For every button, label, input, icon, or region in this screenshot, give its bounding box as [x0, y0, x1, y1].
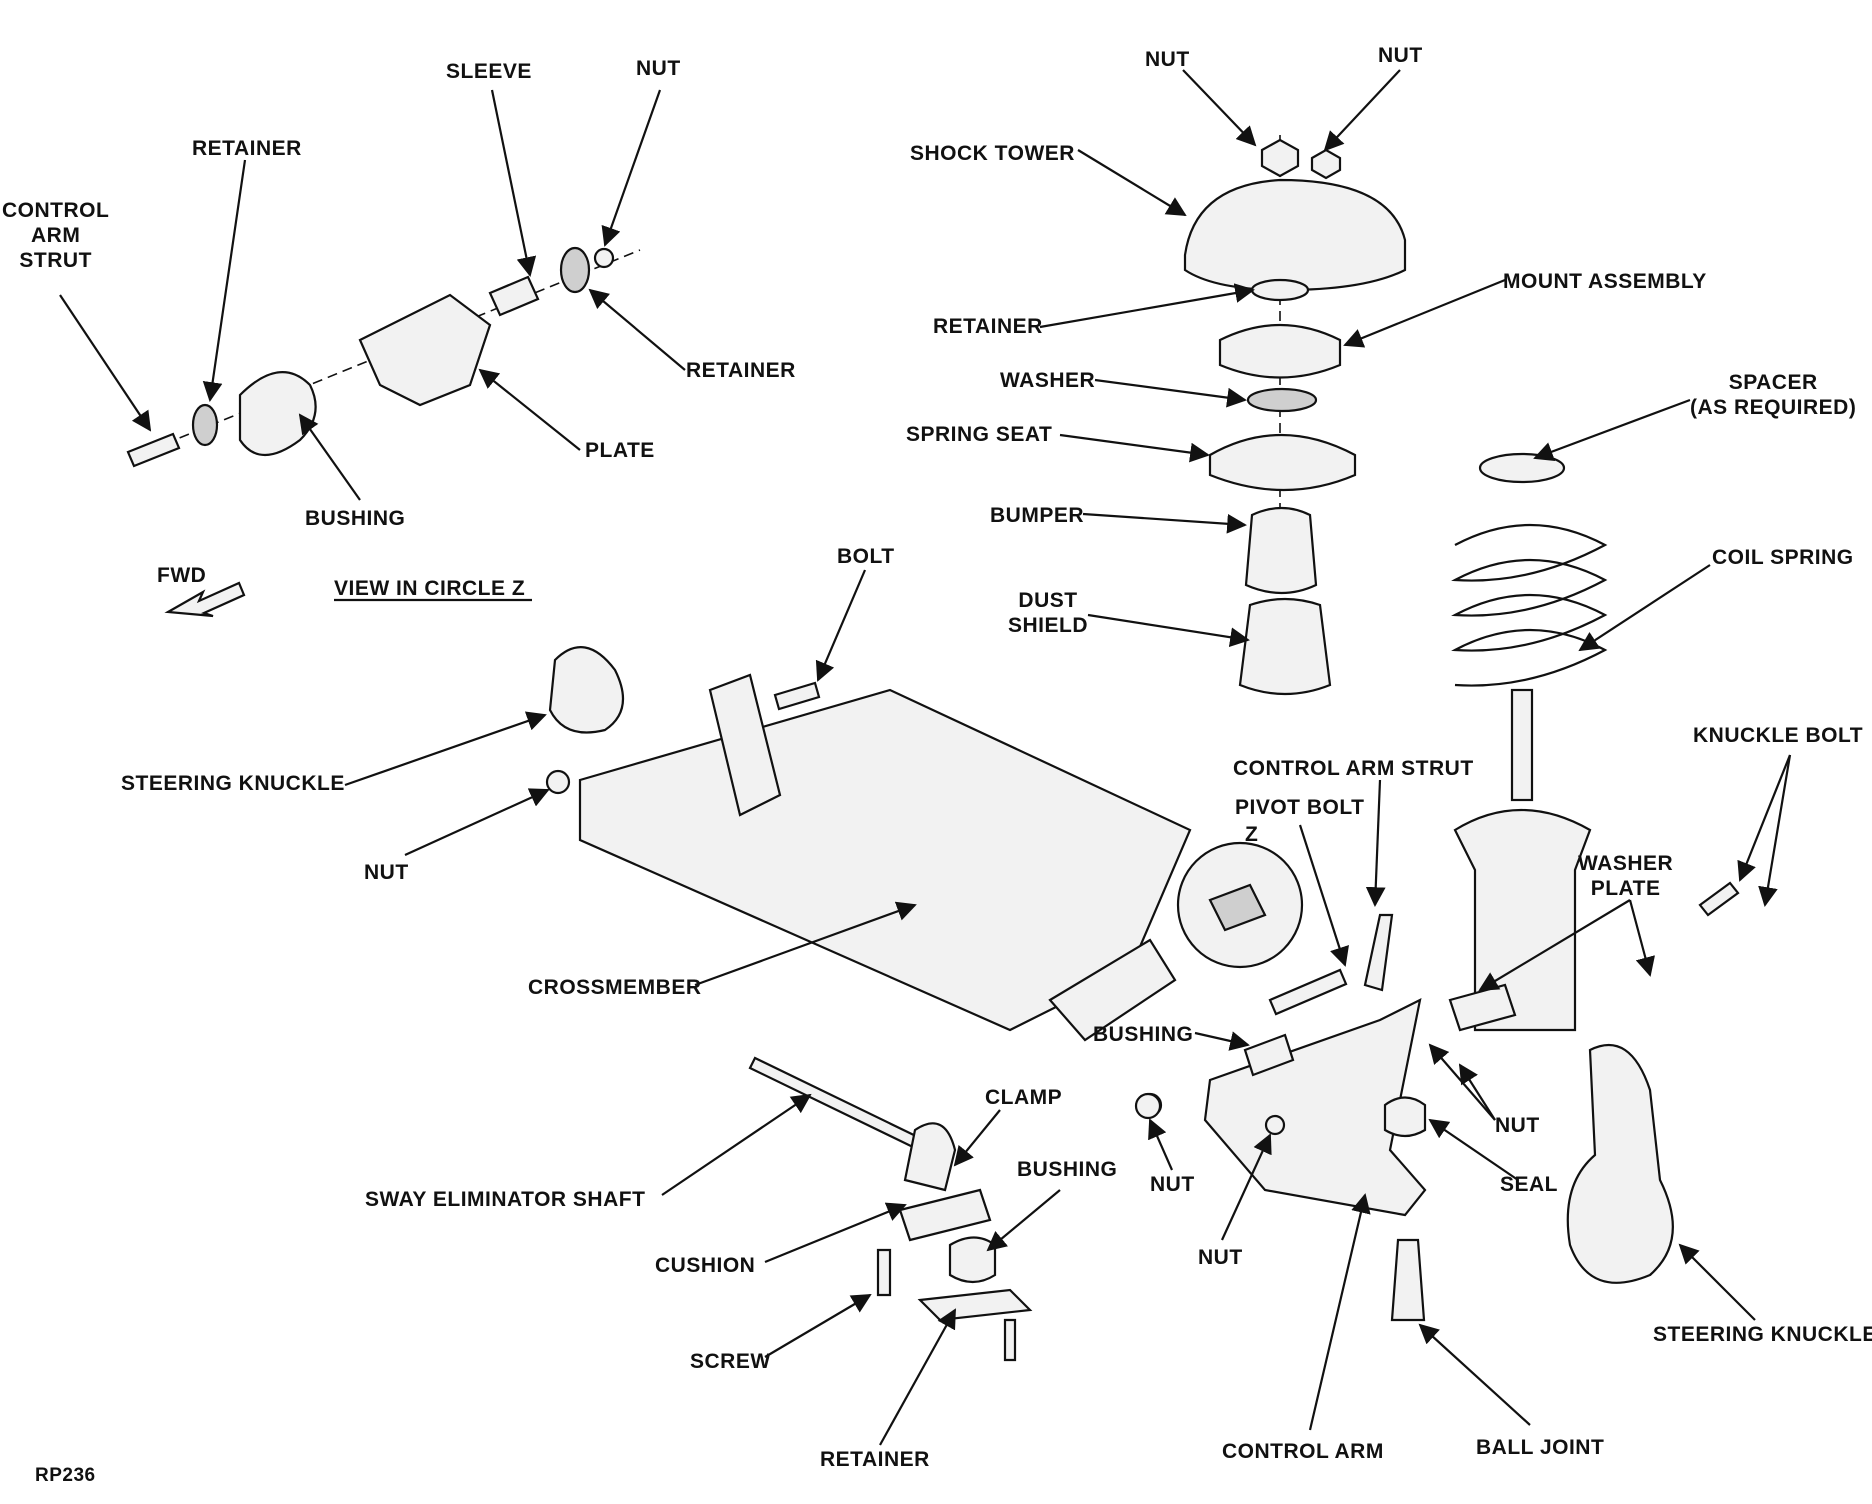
label-washer: WASHER: [1000, 369, 1096, 392]
retainer-lower-part: [917, 1288, 1033, 1322]
label-nut-center: NUT: [1150, 1173, 1195, 1196]
label-pivot-bolt: PIVOT BOLT: [1235, 796, 1365, 819]
label-retainer-z-right: RETAINER: [686, 359, 796, 382]
label-nut-lower: NUT: [1198, 1246, 1243, 1269]
steering-knuckle-right-part: [1566, 1044, 1674, 1284]
nut-z-part: [593, 247, 615, 269]
label-screw: SCREW: [690, 1350, 771, 1373]
bolt-part: [773, 681, 821, 711]
spacer-part: [1478, 452, 1566, 484]
bushing-z-part: [238, 371, 317, 456]
steering-knuckle-left-part: [548, 646, 625, 734]
inset-assembly: [126, 246, 641, 468]
figure-id: RP236: [35, 1465, 96, 1486]
circle-z-marker: Z: [1245, 823, 1259, 846]
seal-part: [1383, 1096, 1427, 1138]
nut-sway-part: [1134, 1092, 1162, 1120]
strut-rod-part: [126, 432, 181, 468]
label-nut-right: NUT: [1495, 1114, 1540, 1137]
plate-z-part: [358, 293, 492, 407]
bumper-part: [1244, 506, 1318, 595]
fwd-arrow-icon: [164, 581, 246, 618]
label-bumper: BUMPER: [990, 504, 1085, 527]
control-arm-strut-part: [1363, 913, 1394, 992]
circle-z-detail: [1208, 883, 1267, 932]
label-clamp: CLAMP: [985, 1086, 1063, 1109]
control-arm-part: [1203, 998, 1427, 1217]
label-retainer-lower: RETAINER: [820, 1448, 930, 1471]
dust-shield-part: [1238, 597, 1332, 696]
label-dust-shield: DUST SHIELD: [1008, 589, 1089, 638]
label-cushion: CUSHION: [655, 1254, 756, 1277]
leader-lines: [59, 69, 1792, 1446]
strut-stack: [1183, 135, 1407, 696]
sway-shaft-part: [748, 1056, 922, 1150]
label-sleeve: SLEEVE: [446, 60, 532, 83]
cushion-part: [898, 1188, 992, 1242]
label-spacer: SPACER (AS REQUIRED): [1690, 371, 1857, 420]
label-mount-assembly: MOUNT ASSEMBLY: [1503, 270, 1707, 293]
shock-tower-part: [1183, 178, 1407, 292]
label-nut-top-right: NUT: [1378, 44, 1423, 67]
label-control-arm-strut: CONTROL ARM STRUT: [1233, 757, 1474, 780]
label-steering-knuckle-left: STEERING KNUCKLE: [121, 772, 345, 795]
spring-seat-part: [1208, 434, 1357, 492]
retainer-washer-left-part: [191, 403, 219, 447]
label-nut-left: NUT: [364, 861, 409, 884]
label-steering-knuckle-right: STEERING KNUCKLE: [1653, 1323, 1872, 1346]
label-knuckle-bolt: KNUCKLE BOLT: [1693, 724, 1864, 747]
ball-joint-part: [1390, 1238, 1426, 1322]
label-plate: PLATE: [585, 439, 655, 462]
coil-spring-assembly: [1451, 452, 1608, 1032]
label-fwd: FWD: [157, 564, 207, 587]
label-coil-spring: COIL SPRING: [1712, 546, 1854, 569]
nut-lower-part: [1264, 1114, 1286, 1136]
label-control-arm-strut-z: CONTROL ARM STRUT: [2, 199, 110, 273]
label-retainer-z-left: RETAINER: [192, 137, 302, 160]
pivot-bolt-part: [1268, 968, 1348, 1016]
retainer-strut-part: [1250, 278, 1310, 302]
mount-assembly-part: [1218, 323, 1342, 379]
crossmember-bracket-part: [708, 673, 782, 817]
screw-part: [876, 1248, 892, 1297]
label-bushing-lower: BUSHING: [1017, 1158, 1118, 1181]
label-spring-seat: SPRING SEAT: [906, 423, 1053, 446]
label-nut-top-left: NUT: [1145, 48, 1190, 71]
bushing-mid-part: [1243, 1033, 1295, 1077]
view-caption: VIEW IN CIRCLE Z: [334, 577, 526, 600]
label-sway-shaft: SWAY ELIMINATOR SHAFT: [365, 1188, 646, 1211]
crossmember-assembly: [545, 646, 1192, 1042]
screw-lower-part: [1003, 1318, 1017, 1362]
strut-rod-upper-part: [1510, 688, 1534, 802]
label-bushing-mid: BUSHING: [1093, 1023, 1194, 1046]
nut-top-left-part: [1260, 138, 1300, 178]
retainer-washer-right-part: [559, 246, 591, 294]
label-shock-tower: SHOCK TOWER: [910, 142, 1075, 165]
bushing-lower-part: [948, 1236, 997, 1284]
label-bolt: BOLT: [837, 545, 895, 568]
knuckle-bolt-part: [1698, 881, 1740, 917]
circle-z: [1176, 841, 1304, 969]
label-washer-plate: WASHER PLATE: [1578, 852, 1674, 901]
nut-left-part: [545, 769, 571, 795]
label-crossmember: CROSSMEMBER: [528, 976, 702, 999]
crossmember-rear-bracket-part: [1048, 938, 1177, 1042]
label-ball-joint: BALL JOINT: [1476, 1436, 1605, 1459]
clamp-part: [903, 1122, 957, 1192]
label-nut-z: NUT: [636, 57, 681, 80]
sway-eliminator-assembly: [748, 1056, 1162, 1362]
coil-spring-part: [1451, 524, 1608, 687]
label-bushing-z: BUSHING: [305, 507, 406, 530]
sleeve-part: [488, 275, 540, 317]
label-retainer-strut: RETAINER: [933, 315, 1043, 338]
label-seal: SEAL: [1500, 1173, 1559, 1196]
nut-top-right-part: [1310, 148, 1342, 180]
label-control-arm: CONTROL ARM: [1222, 1440, 1384, 1463]
washer-part: [1246, 387, 1318, 413]
